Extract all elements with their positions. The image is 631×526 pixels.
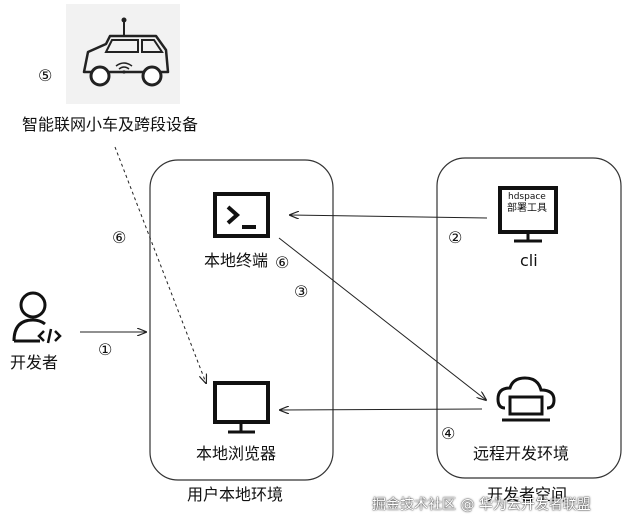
cli-badge-line2: 部署工具 (507, 203, 547, 214)
user-local-env-frame (149, 159, 334, 481)
browser-monitor-icon (213, 381, 270, 434)
step-3-marker: ③ (294, 282, 309, 301)
terminal-label: 本地终端 (204, 251, 269, 270)
browser-label: 本地浏览器 (196, 444, 277, 463)
step-5-marker: ⑤ (38, 66, 53, 85)
developer-label: 开发者 (10, 353, 59, 372)
dev-space-frame (436, 157, 622, 479)
step-4-marker: ④ (441, 424, 456, 443)
arrow-step5-car-to-browser (114, 146, 206, 383)
car-label: 智能联网小车及跨段设备 (22, 115, 199, 134)
arrow-step3-terminal-to-remote (278, 237, 486, 400)
arrow-step2-cli-to-terminal (290, 215, 488, 218)
step-2-marker: ② (448, 228, 463, 247)
cli-label: cli (520, 251, 538, 270)
cli-badge-line1: hdspace (508, 192, 546, 202)
step-6-marker-terminal: ⑥ (275, 253, 290, 272)
developer-icon (12, 291, 62, 344)
user-local-env-label: 用户本地环境 (187, 485, 284, 504)
cloud-laptop-icon (496, 376, 556, 422)
step-6-marker-left: ⑥ (112, 228, 127, 247)
watermark: 掘金技术社区 @ 华为云开发者联盟 (372, 497, 591, 513)
cli-monitor-icon (498, 186, 558, 243)
dev-space-label: 开发者空间 (487, 485, 568, 504)
step-1-marker: ① (98, 340, 113, 359)
arrow-step4-remote-to-browser (280, 409, 483, 410)
terminal-icon (213, 192, 270, 238)
car-icon (66, 4, 180, 104)
remote-env-label: 远程开发环境 (473, 444, 570, 463)
